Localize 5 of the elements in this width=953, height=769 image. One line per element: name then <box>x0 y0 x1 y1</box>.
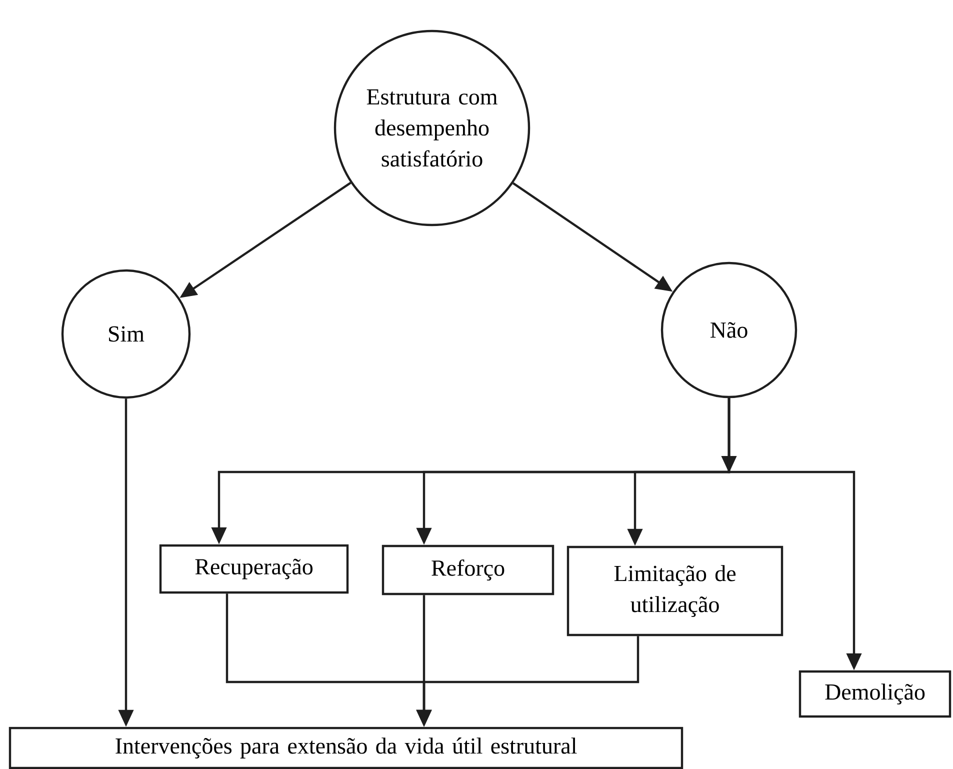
process-box: Recuperação <box>159 544 349 594</box>
process-box: Limitação de utilização <box>566 546 784 636</box>
process-box: Intervenções para extensão da vida útil estrutural <box>8 726 684 769</box>
process-box: Demolição <box>798 670 952 718</box>
process-box: Reforço <box>382 544 554 596</box>
